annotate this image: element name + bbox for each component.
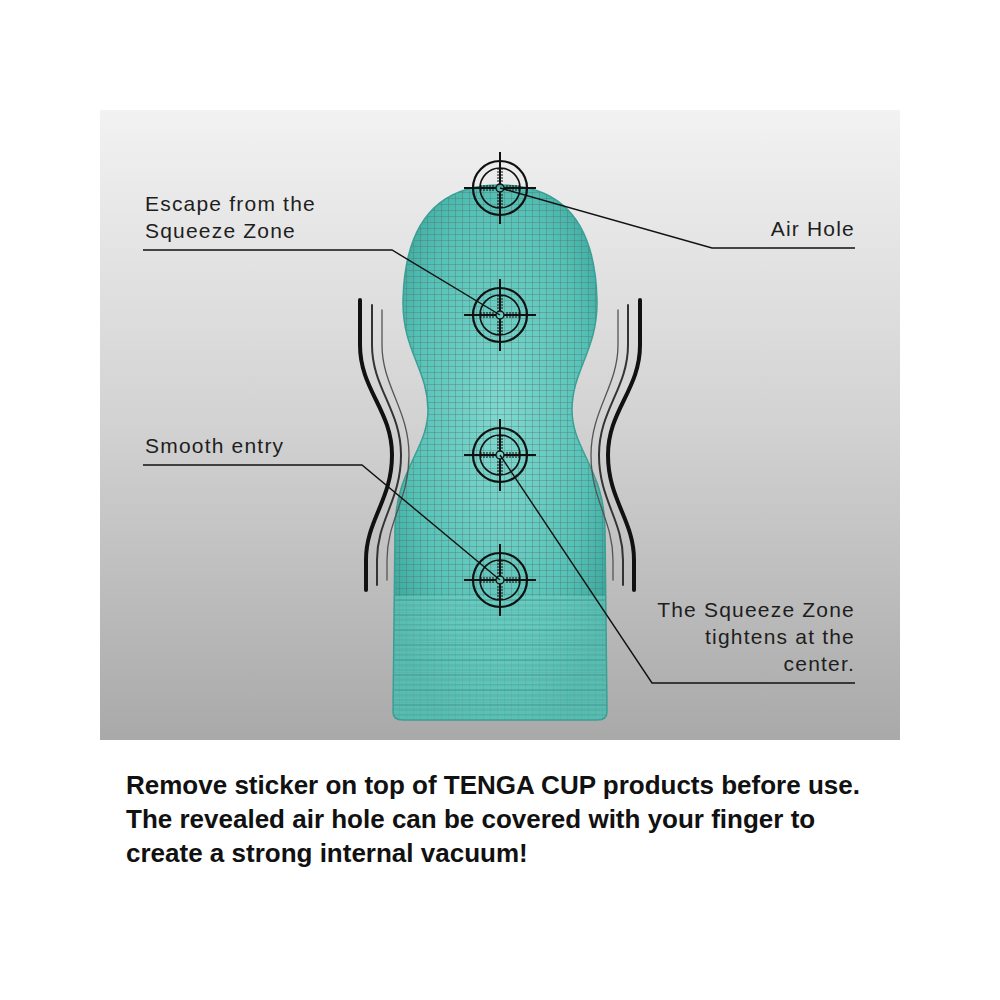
leader-lines (143, 188, 855, 683)
callout-label: Escape from the Squeeze Zone (145, 190, 395, 244)
callout-label: The Squeeze Zone tightens at the center. (640, 596, 855, 677)
background-panel (100, 110, 900, 740)
cup-body (380, 180, 620, 726)
callout-label: Smooth entry (145, 432, 365, 459)
caption: Remove sticker on top of TENGA CUP produ… (126, 768, 886, 870)
squeeze-lines (360, 300, 640, 590)
crosshair-targets (464, 152, 536, 616)
callout-label: Air Hole (700, 215, 855, 242)
